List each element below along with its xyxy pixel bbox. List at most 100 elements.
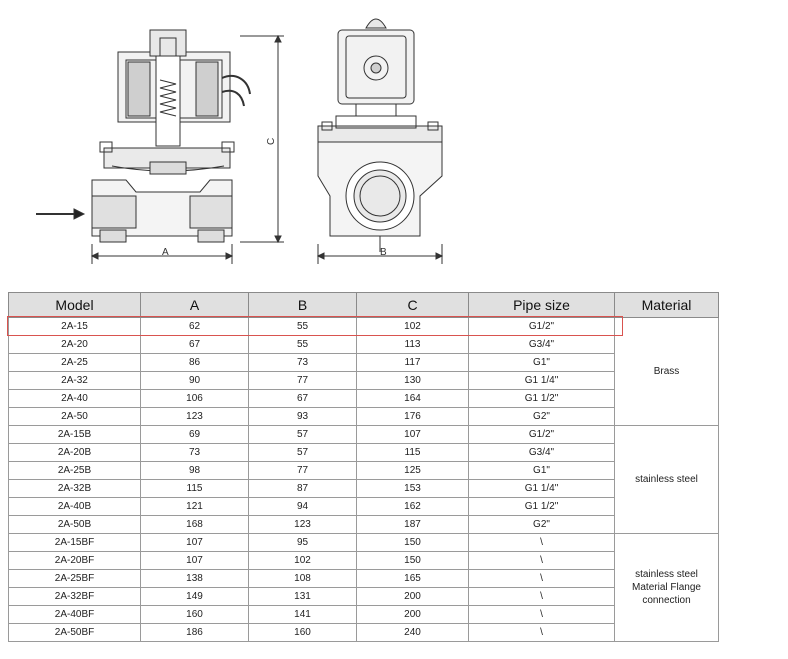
cell-pipe: G2" <box>468 407 615 426</box>
cell-c: 107 <box>356 425 469 444</box>
header-c: C <box>356 292 469 318</box>
cell-c: 176 <box>356 407 469 426</box>
cell-c: 113 <box>356 335 469 354</box>
cell-b: 141 <box>248 605 357 624</box>
cell-b: 95 <box>248 533 357 552</box>
cell-a: 98 <box>140 461 249 480</box>
cell-pipe: G1 1/2" <box>468 389 615 408</box>
cell-c: 130 <box>356 371 469 390</box>
cell-pipe: G2" <box>468 515 615 534</box>
cell-a: 62 <box>140 317 249 336</box>
cell-model: 2A-20 <box>8 335 141 354</box>
cell-pipe: G1" <box>468 461 615 480</box>
cell-pipe: G1 1/4" <box>468 371 615 390</box>
cell-b: 55 <box>248 335 357 354</box>
dimension-label-b: B <box>380 247 387 258</box>
cell-model: 2A-50B <box>8 515 141 534</box>
cell-pipe: G1/2" <box>468 317 615 336</box>
cell-c: 162 <box>356 497 469 516</box>
cell-a: 123 <box>140 407 249 426</box>
cell-c: 125 <box>356 461 469 480</box>
cell-model: 2A-32BF <box>8 587 141 606</box>
material-cell: stainless steel <box>614 425 719 534</box>
cell-model: 2A-25BF <box>8 569 141 588</box>
cell-a: 107 <box>140 533 249 552</box>
cell-b: 67 <box>248 389 357 408</box>
cell-pipe: \ <box>468 623 615 642</box>
cell-c: 200 <box>356 587 469 606</box>
header-pipe-size: Pipe size <box>468 292 615 318</box>
cell-a: 69 <box>140 425 249 444</box>
cell-c: 240 <box>356 623 469 642</box>
cell-c: 115 <box>356 443 469 462</box>
cell-b: 131 <box>248 587 357 606</box>
cell-a: 90 <box>140 371 249 390</box>
side-section-view <box>36 29 284 264</box>
cell-pipe: G1 1/4" <box>468 479 615 498</box>
dimension-label-c: C <box>266 138 277 145</box>
cell-pipe: G3/4" <box>468 443 615 462</box>
cell-model: 2A-40B <box>8 497 141 516</box>
header-model: Model <box>8 292 141 318</box>
cell-b: 102 <box>248 551 357 570</box>
cell-a: 168 <box>140 515 249 534</box>
cell-c: 200 <box>356 605 469 624</box>
cell-a: 121 <box>140 497 249 516</box>
cell-c: 187 <box>356 515 469 534</box>
cell-a: 106 <box>140 389 249 408</box>
cell-pipe: G3/4" <box>468 335 615 354</box>
cell-c: 150 <box>356 533 469 552</box>
cell-model: 2A-25 <box>8 353 141 372</box>
cell-model: 2A-15BF <box>8 533 141 552</box>
cell-b: 93 <box>248 407 357 426</box>
cell-c: 153 <box>356 479 469 498</box>
header-material: Material <box>614 292 719 318</box>
cell-model: 2A-50 <box>8 407 141 426</box>
dimension-label-a: A <box>162 247 169 258</box>
cell-pipe: G1 1/2" <box>468 497 615 516</box>
cell-model: 2A-15 <box>8 317 141 336</box>
cell-c: 117 <box>356 353 469 372</box>
cell-a: 115 <box>140 479 249 498</box>
cell-a: 160 <box>140 605 249 624</box>
cell-c: 102 <box>356 317 469 336</box>
material-label: stainless steel Material Flange connecti… <box>632 569 701 606</box>
cell-pipe: \ <box>468 551 615 570</box>
cell-b: 77 <box>248 461 357 480</box>
cell-b: 57 <box>248 443 357 462</box>
cell-b: 108 <box>248 569 357 588</box>
cell-model: 2A-40BF <box>8 605 141 624</box>
cell-model: 2A-32B <box>8 479 141 498</box>
cell-c: 165 <box>356 569 469 588</box>
cell-model: 2A-32 <box>8 371 141 390</box>
cell-model: 2A-20B <box>8 443 141 462</box>
material-cell: stainless steel Material Flange connecti… <box>614 533 719 642</box>
cell-a: 86 <box>140 353 249 372</box>
cell-b: 55 <box>248 317 357 336</box>
header-a: A <box>140 292 249 318</box>
cell-model: 2A-20BF <box>8 551 141 570</box>
header-b: B <box>248 292 357 318</box>
cell-model: 2A-15B <box>8 425 141 444</box>
cell-b: 57 <box>248 425 357 444</box>
cell-c: 150 <box>356 551 469 570</box>
material-cell: Brass <box>614 317 719 426</box>
cell-pipe: \ <box>468 569 615 588</box>
cell-a: 73 <box>140 443 249 462</box>
cell-model: 2A-40 <box>8 389 141 408</box>
cell-b: 94 <box>248 497 357 516</box>
cell-pipe: \ <box>468 533 615 552</box>
cell-model: 2A-25B <box>8 461 141 480</box>
